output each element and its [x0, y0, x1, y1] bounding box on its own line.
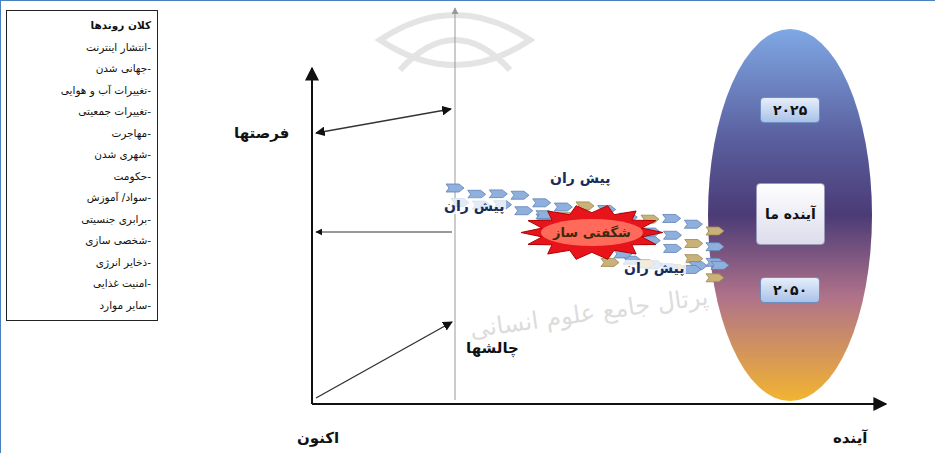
list-item: -شهری شدن: [13, 144, 151, 166]
list-item: -سواد/ آموزش: [13, 187, 151, 209]
challenge-arrow: [316, 322, 452, 398]
surprise-burst: شگفتی ساز: [527, 211, 657, 254]
flow-arrow: [663, 214, 681, 222]
vertical-axis: [311, 68, 313, 404]
flow-arrow: [706, 274, 724, 282]
opportunity-arrow: [316, 232, 452, 233]
list-item: -ذخایر انرژی: [13, 252, 151, 274]
future-ellipse: [708, 29, 872, 401]
flow-arrow: [706, 243, 724, 251]
opportunity-arrow: [316, 109, 451, 133]
future-box: آینده ما: [756, 183, 825, 245]
flow-arrow: [511, 191, 529, 199]
list-item: -حکومت: [13, 166, 151, 188]
node-text: ۲۰۵۰: [773, 282, 807, 298]
flow-arrow: [664, 231, 682, 239]
flow-arrow: [515, 207, 533, 215]
node-text: ۲۰۲۵: [773, 102, 807, 118]
flow-arrow: [554, 203, 572, 211]
flow-arrow: [601, 258, 619, 266]
burst-core: [541, 219, 643, 246]
flow-arrow: [446, 184, 464, 192]
driver-label: پیش ران: [442, 198, 506, 214]
list-heading: کلان روندها: [13, 15, 151, 37]
flow-arrow: [684, 220, 702, 228]
burst-outline: [521, 206, 663, 260]
flow-arrow: [489, 190, 507, 198]
list-item: -تغییرات جمعیتی: [13, 101, 151, 123]
future-box: ۲۰۵۰: [760, 277, 820, 303]
list-item: -مهاجرت: [13, 123, 151, 145]
list-item: -سایر موارد: [13, 295, 151, 317]
flow-arrow: [664, 244, 682, 252]
flow-arrow: [685, 240, 703, 248]
flow-arrow: [706, 227, 724, 235]
trend-list-box: کلان روندها-انتشار اینترنت-جهانی شدن-تغی…: [6, 10, 158, 321]
list-item: -تغییرات آب و هوایی: [13, 80, 151, 102]
axis-label: آینده: [833, 429, 867, 447]
axis-label: اکنون: [297, 429, 339, 447]
flow-arrow: [711, 261, 729, 269]
list-item: -شخصی سازی: [13, 230, 151, 252]
driver-label: پیش ران: [548, 170, 612, 186]
node-text: شگفتی ساز: [553, 225, 631, 240]
list-item: -امنیت غذایی: [13, 273, 151, 295]
watermark: پرتال جامع علوم انسانی: [468, 282, 710, 343]
list-item: -برابری جنسیتی: [13, 209, 151, 231]
time-axis: [312, 403, 886, 405]
flow-arrow: [533, 199, 551, 207]
list-item: -انتشار اینترنت: [13, 37, 151, 59]
node-text: آینده ما: [765, 206, 816, 222]
list-item: -جهانی شدن: [13, 58, 151, 80]
driver-label: پیش ران: [622, 260, 686, 276]
axis-label: فرصتها: [234, 124, 289, 142]
future-box: ۲۰۲۵: [760, 97, 820, 123]
